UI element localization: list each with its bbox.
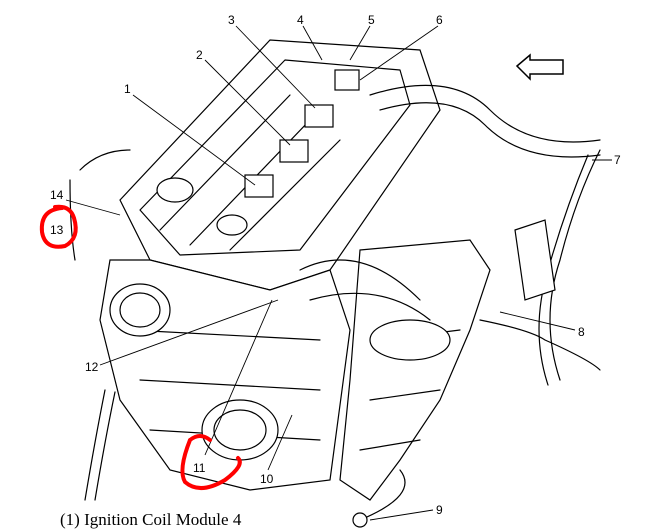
callout-12: 12 <box>85 360 99 374</box>
highlight-circle-13 <box>39 204 78 249</box>
callout-2: 2 <box>196 48 203 62</box>
leader-lines <box>65 25 612 521</box>
callout-4: 4 <box>297 13 304 27</box>
callout-11: 11 <box>193 461 206 475</box>
callout-7: 7 <box>614 153 621 167</box>
callout-labels: 1 2 3 4 5 6 7 8 9 10 11 12 13 14 <box>50 13 621 517</box>
arrow-left-icon <box>515 53 564 81</box>
callout-6: 6 <box>436 13 443 27</box>
callout-13: 13 <box>50 223 64 237</box>
highlight-circle-11 <box>180 434 242 490</box>
callout-9: 9 <box>436 503 443 517</box>
callout-1: 1 <box>124 82 131 96</box>
engine-outline <box>69 39 601 528</box>
callout-8: 8 <box>578 325 585 339</box>
figure-caption: (1) Ignition Coil Module 4 <box>60 510 242 529</box>
callout-14: 14 <box>50 188 64 202</box>
callout-5: 5 <box>368 13 375 27</box>
callout-10: 10 <box>260 472 274 486</box>
callout-3: 3 <box>228 13 235 27</box>
